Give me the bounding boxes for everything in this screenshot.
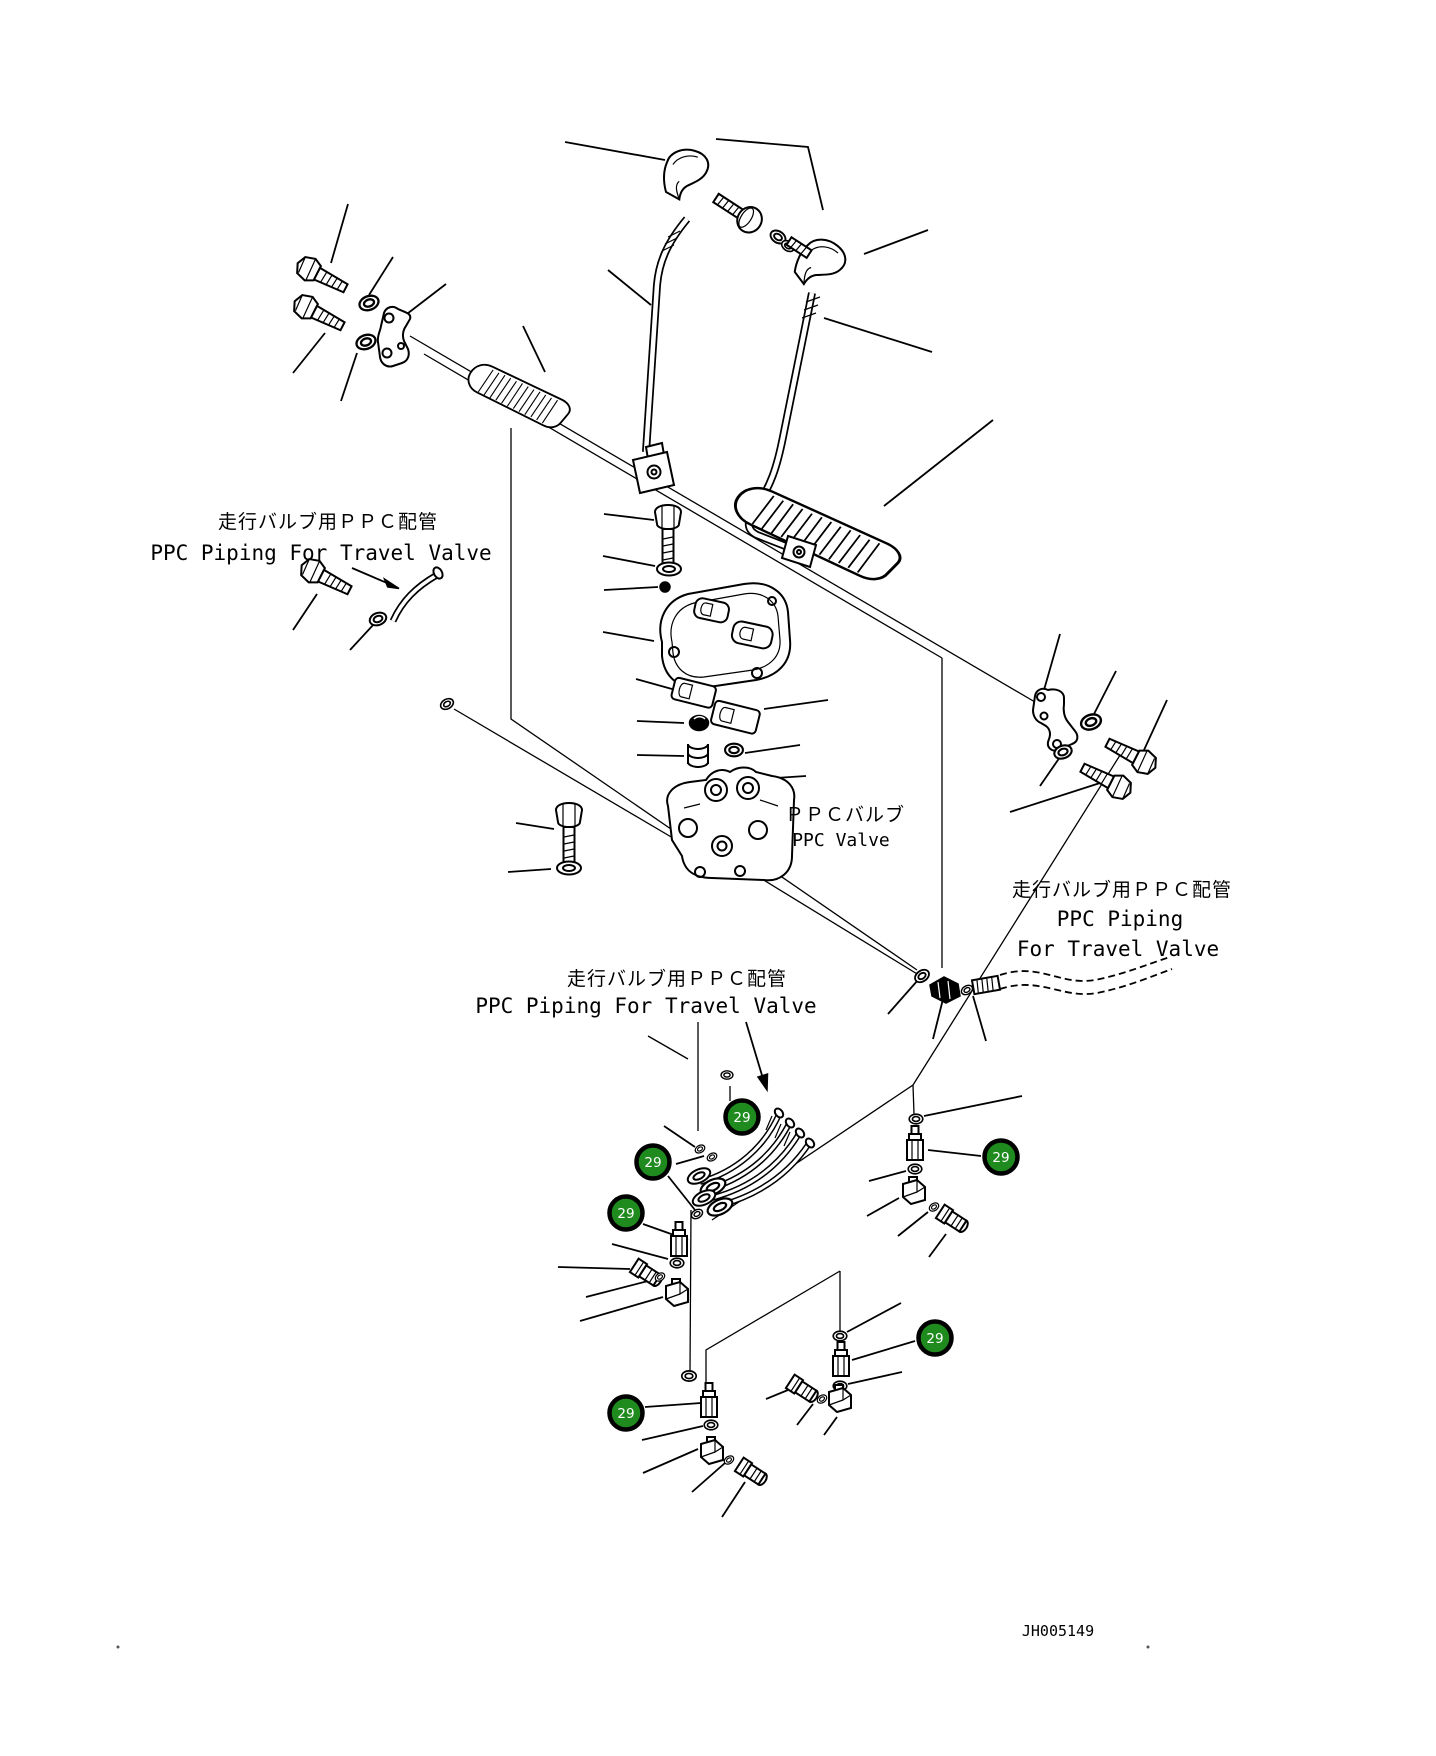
plug-cap: [659, 581, 671, 593]
ppc-valve-cover: [659, 582, 792, 690]
label-right-piping-jp: 走行バルブ用ＰＰＣ配管: [1012, 878, 1232, 901]
cover-pad: [710, 699, 761, 735]
lever-bracket: [376, 305, 412, 368]
dashed-hose: [999, 956, 1173, 995]
valve-bolt: [555, 802, 583, 864]
ppc-valve-body: [666, 766, 796, 882]
callout-label: 29: [644, 1155, 661, 1171]
page-mark: [116, 1645, 120, 1649]
rod-link: [631, 441, 676, 495]
label-left-piping-en: PPC Piping For Travel Valve: [150, 541, 491, 565]
rod-link: [780, 534, 818, 569]
lever-bracket: [1031, 687, 1079, 752]
bellows-seal: [687, 743, 709, 768]
label-middle-piping-jp: 走行バルブ用ＰＰＣ配管: [567, 967, 787, 990]
left-lever-rod: [642, 216, 691, 453]
cover-pad: [670, 676, 717, 709]
leader-lines: [292, 138, 1168, 1518]
page-mark: [1146, 1645, 1150, 1649]
callout-29[interactable]: 29: [723, 1098, 761, 1136]
callout-label: 29: [617, 1406, 634, 1422]
mount-bolt: [1100, 731, 1162, 780]
callout-label: 29: [733, 1110, 750, 1126]
grip-screw: [711, 192, 763, 234]
label-right-piping-en1: PPC Piping: [1057, 907, 1183, 931]
hose-bundle: [684, 1107, 816, 1221]
callout-label: 29: [926, 1331, 943, 1347]
hose-nipple: [970, 974, 1002, 996]
label-left-piping: 走行バルブ用ＰＰＣ配管 PPC Piping For Travel Valve: [150, 510, 491, 565]
drawing-number: JH005149: [1022, 1622, 1094, 1640]
hose-stub: [389, 566, 444, 623]
left-pedal: [460, 359, 576, 434]
label-right-piping: 走行バルブ用ＰＰＣ配管 PPC Piping For Travel Valve: [1012, 878, 1232, 961]
cover-bolt: [654, 504, 682, 566]
mount-bolt: [291, 251, 353, 300]
left-lever-knob: [660, 146, 711, 204]
mount-bolt: [288, 289, 350, 338]
label-ppc-valve-jp: ＰＰＣバルブ: [785, 803, 905, 826]
pointer-arrows: [351, 567, 769, 1093]
callout-29[interactable]: 29: [607, 1194, 645, 1232]
hose-elbow: [929, 976, 961, 1004]
callout-29[interactable]: 29: [982, 1138, 1020, 1176]
callout-label: 29: [617, 1206, 634, 1222]
grip-screw: [785, 235, 813, 260]
seal-cap: [688, 714, 710, 732]
label-ppc-valve: ＰＰＣバルブ PPC Valve: [785, 803, 905, 851]
callout-29[interactable]: 29: [634, 1143, 672, 1181]
callout-29[interactable]: 29: [607, 1394, 645, 1432]
callout-label: 29: [992, 1150, 1009, 1166]
mount-bolt: [1075, 756, 1137, 805]
label-ppc-valve-en: PPC Valve: [792, 830, 890, 851]
label-middle-piping: 走行バルブ用ＰＰＣ配管 PPC Piping For Travel Valve: [475, 967, 816, 1018]
label-left-piping-jp: 走行バルブ用ＰＰＣ配管: [218, 510, 438, 533]
label-right-piping-en2: For Travel Valve: [1017, 937, 1219, 961]
label-middle-piping-en: PPC Piping For Travel Valve: [475, 994, 816, 1018]
callout-29[interactable]: 29: [916, 1319, 954, 1357]
